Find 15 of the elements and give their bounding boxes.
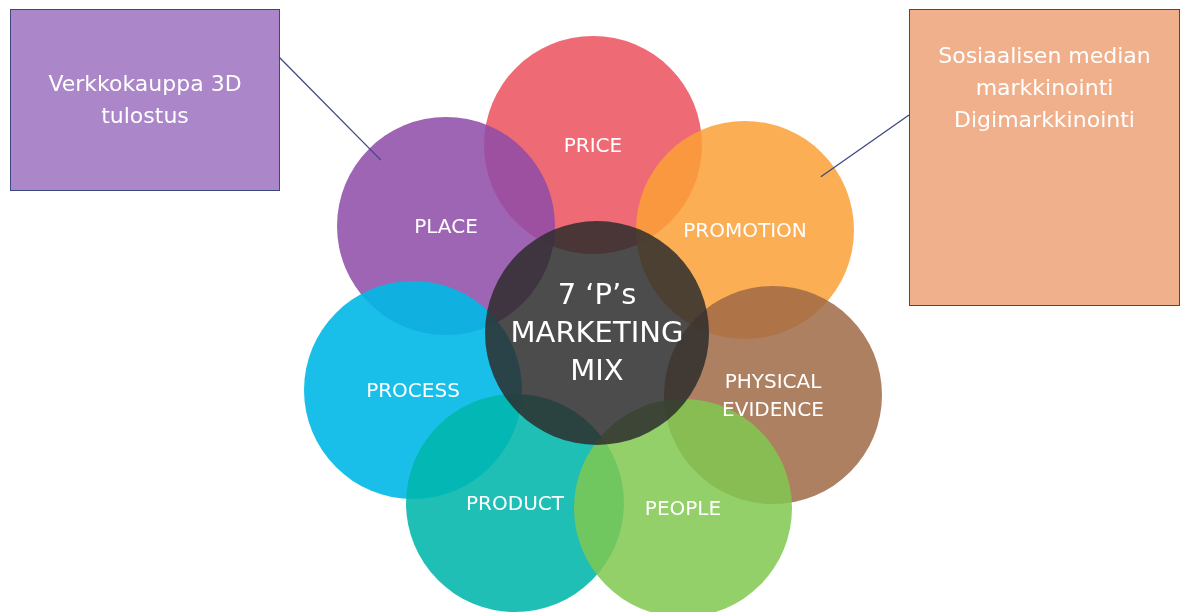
box-text: Verkkokauppa 3D tulostus (47, 70, 243, 130)
box-text: Sosiaalisen median markkinointi (937, 42, 1152, 102)
leader-line (278, 56, 382, 161)
leader-line (820, 114, 910, 178)
center-title: 7 ‘P’s MARKETING MIX (509, 276, 685, 389)
box-text: Digimarkkinointi (954, 105, 1135, 134)
circle-label: PRICE (563, 132, 623, 159)
circle-label: PHYSICAL EVIDENCE (721, 368, 825, 423)
circle-label: PROMOTION (683, 217, 807, 244)
circle-label: PLACE (414, 213, 478, 240)
circle-label: PEOPLE (644, 495, 722, 522)
text-box (909, 9, 1180, 306)
circle-label: PRODUCT (466, 490, 564, 517)
circle-label: PROCESS (366, 377, 460, 404)
text-box (10, 9, 280, 191)
